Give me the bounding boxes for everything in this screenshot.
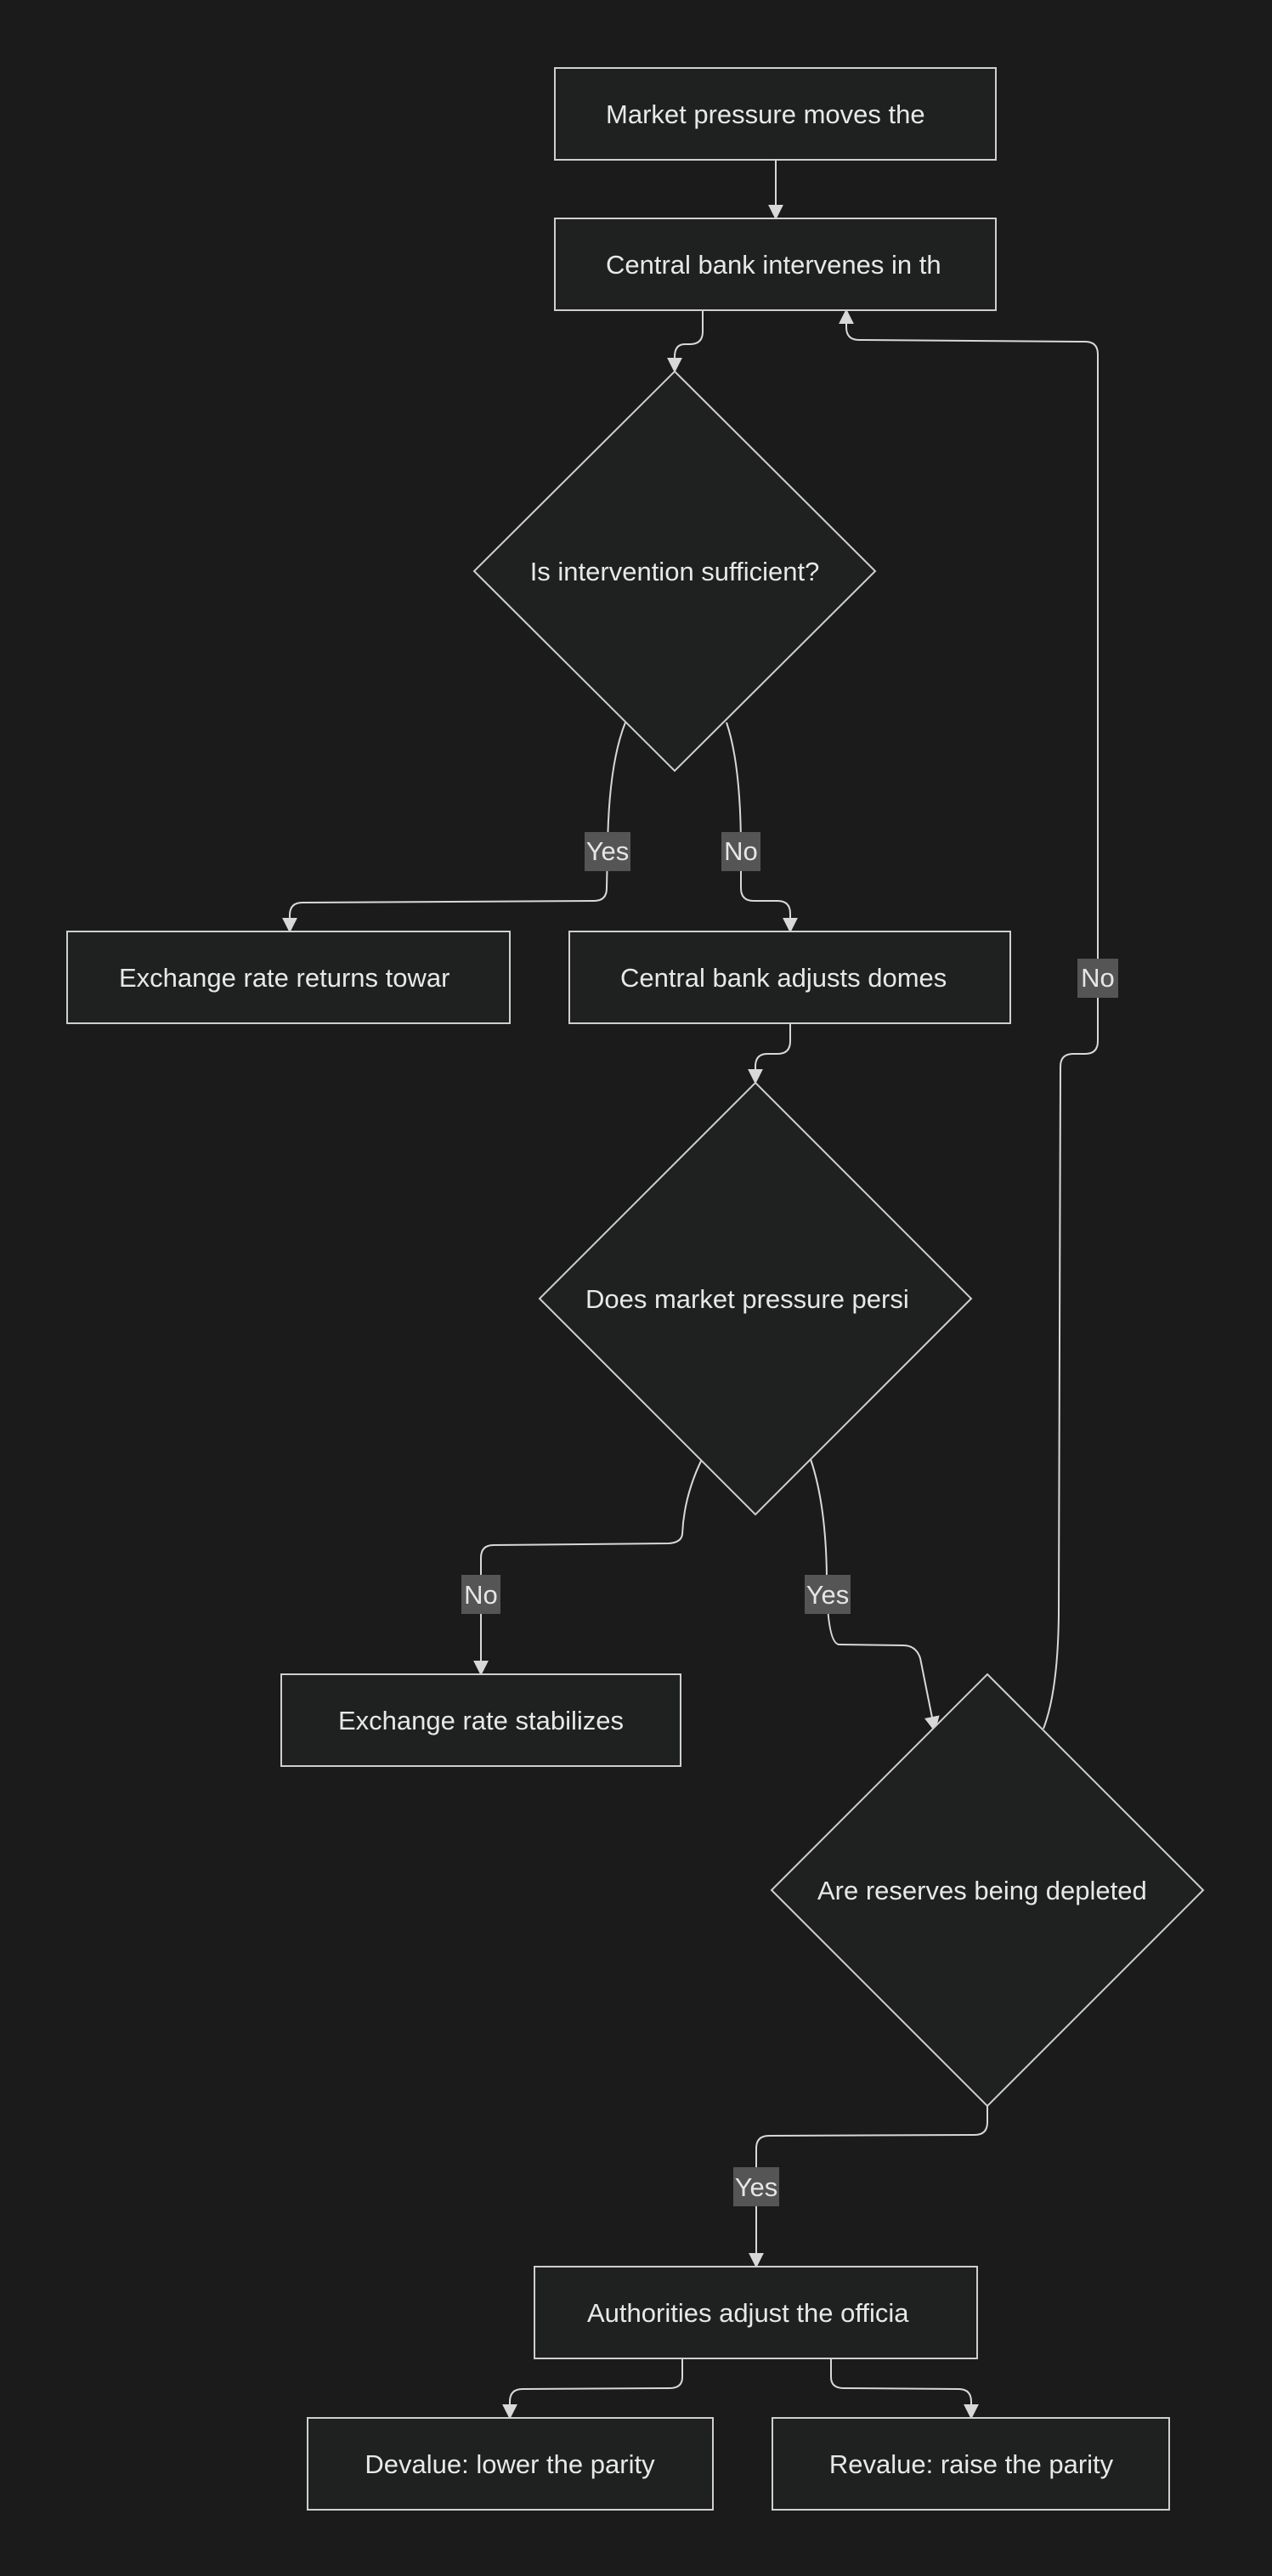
edge-label-reserves-no-bg bbox=[1077, 959, 1118, 998]
node-intervention-sufficient[interactable]: Is intervention sufficient? bbox=[472, 370, 877, 773]
node-rate-returns-label: Exchange rate returns towar bbox=[119, 963, 449, 993]
edge-reserves-no bbox=[839, 309, 1099, 1730]
edge-sufficient-yes bbox=[282, 722, 626, 933]
node-devalue[interactable]: Devalue: lower the parity bbox=[307, 2417, 714, 2511]
node-rate-stabilizes-label: Exchange rate stabilizes bbox=[338, 1706, 624, 1735]
node-rate-stabilizes[interactable]: Exchange rate stabilizes bbox=[280, 1673, 681, 1767]
edge-label-persist-yes-bg bbox=[805, 1575, 851, 1614]
node-revalue-label: Revalue: raise the parity bbox=[829, 2449, 1114, 2479]
edge-label-sufficient-no-bg bbox=[721, 832, 760, 871]
edge-label-sufficient-yes-bg bbox=[585, 832, 630, 871]
node-adjust-official[interactable]: Authorities adjust the officia bbox=[534, 2266, 978, 2359]
node-central-bank-intervenes[interactable]: Central bank intervenes in th bbox=[554, 218, 997, 311]
node-pressure-persists[interactable]: Does market pressure persi bbox=[538, 1081, 973, 1516]
node-market-pressure-label: Market pressure moves the bbox=[606, 99, 925, 129]
nodes: Market pressure moves the Central bank i… bbox=[66, 67, 1205, 2511]
node-pressure-persists-label: Does market pressure persi bbox=[585, 1284, 909, 1314]
edge-label-sufficient-yes: Yes bbox=[586, 836, 630, 866]
edge-label-sufficient-no: No bbox=[724, 836, 758, 866]
edge-official-to-revalue bbox=[830, 2358, 979, 2420]
edge-persist-no bbox=[473, 1458, 703, 1676]
node-reserves-depleted[interactable]: Are reserves being depleted bbox=[770, 1673, 1205, 2108]
edge-persist-yes bbox=[810, 1458, 940, 1732]
edge-sufficient-no bbox=[726, 722, 798, 933]
edges bbox=[282, 160, 1099, 2420]
edge-reserves-yes bbox=[749, 2105, 988, 2268]
node-rate-returns[interactable]: Exchange rate returns towar bbox=[66, 931, 511, 1024]
node-central-bank-intervenes-label: Central bank intervenes in th bbox=[606, 250, 941, 280]
node-adjust-official-label: Authorities adjust the officia bbox=[587, 2298, 909, 2328]
node-revalue[interactable]: Revalue: raise the parity bbox=[772, 2417, 1170, 2511]
edge-labels: Yes No No No Yes Yes bbox=[461, 832, 1118, 2206]
node-devalue-label: Devalue: lower the parity bbox=[365, 2449, 655, 2479]
node-adjusts-domestic[interactable]: Central bank adjusts domes bbox=[568, 931, 1011, 1024]
edge-official-to-devalue bbox=[502, 2358, 683, 2420]
node-market-pressure[interactable]: Market pressure moves the bbox=[554, 67, 997, 161]
node-intervention-sufficient-label: Is intervention sufficient? bbox=[530, 557, 820, 586]
edge-label-persist-no-bg bbox=[461, 1575, 500, 1614]
node-adjusts-domestic-label: Central bank adjusts domes bbox=[620, 963, 947, 993]
node-reserves-depleted-label: Are reserves being depleted bbox=[817, 1876, 1147, 1905]
edge-label-reserves-no: No bbox=[1081, 963, 1115, 993]
edge-domestic-to-persist bbox=[748, 1023, 791, 1084]
edge-label-reserves-yes-bg bbox=[733, 2167, 779, 2206]
edge-intervene-to-sufficient bbox=[667, 310, 704, 373]
edge-label-persist-no: No bbox=[464, 1580, 498, 1610]
edge-label-persist-yes: Yes bbox=[806, 1580, 850, 1610]
edge-label-reserves-yes: Yes bbox=[735, 2172, 778, 2202]
